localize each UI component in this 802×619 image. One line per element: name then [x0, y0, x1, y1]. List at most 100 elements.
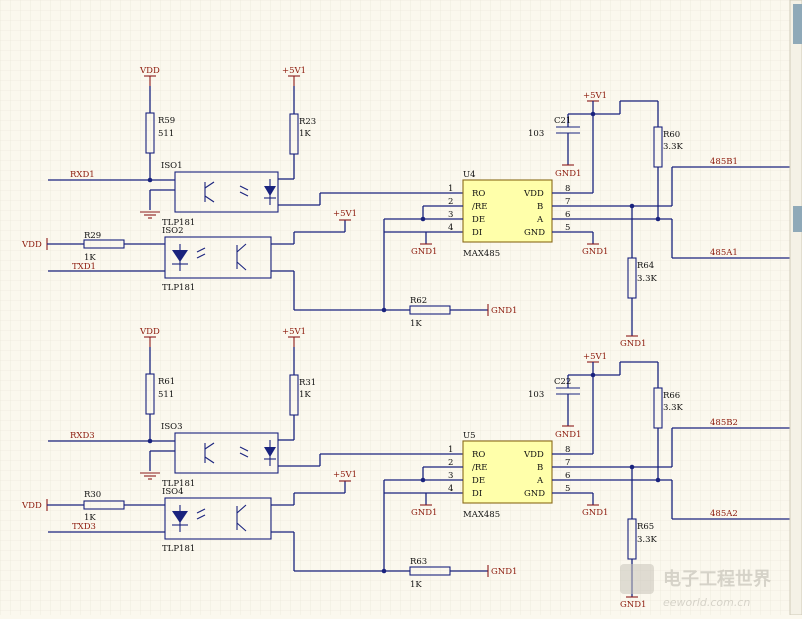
schematic-label: 7 [565, 197, 570, 207]
schematic-label: /RE [472, 202, 487, 212]
schematic-label: 3.3K [663, 403, 684, 413]
ground-1a [140, 211, 160, 219]
schematic-label: 485B1 [710, 157, 738, 167]
schematic-label: TXD1 [72, 262, 96, 272]
schematic-label: ISO3 [161, 422, 183, 432]
schematic-label: 103 [528, 129, 544, 139]
schematic-label: 3.3K [663, 142, 684, 152]
schematic-label: MAX485 [463, 249, 500, 259]
schematic-label: C22 [554, 377, 571, 387]
schematic-label: R60 [663, 130, 680, 140]
schematic-label: 7 [565, 458, 570, 468]
schematic-label: U4 [463, 170, 476, 180]
schematic-label: 6 [565, 210, 570, 220]
schematic-label: A [536, 476, 544, 486]
schematic-label: TLP181 [162, 218, 195, 228]
schematic-label: RO [472, 189, 485, 199]
schematic-label: TLP181 [162, 544, 195, 554]
schematic-label: +5V1 [583, 352, 607, 362]
schematic-label: 2 [448, 458, 453, 468]
power-5v-1: +5V1 [282, 66, 306, 86]
schematic-label: R61 [158, 377, 175, 387]
optocoupler-iso1: ISO1 TLP181 [161, 161, 279, 228]
schematic-label: R30 [84, 490, 101, 500]
schematic-label: DE [472, 476, 485, 486]
optocoupler-iso2: ISO2 TLP181 [162, 226, 272, 293]
schematic-label: +5V1 [282, 66, 306, 76]
schematic-label: GND1 [491, 567, 517, 577]
schematic-label: R65 [637, 522, 654, 532]
schematic-label: GND1 [411, 247, 437, 257]
schematic-label: GND1 [555, 169, 581, 179]
schematic-label: 3.3K [637, 535, 658, 545]
schematic-label: A [536, 215, 544, 225]
schematic-label: 3 [448, 210, 453, 220]
schematic-label: GND1 [620, 339, 646, 349]
schematic-label: RO [472, 450, 485, 460]
power-vdd-1: VDD [139, 66, 160, 86]
schematic-label: U5 [463, 431, 476, 441]
schematic-label: ISO4 [162, 487, 184, 497]
schematic-label: 1 [448, 445, 453, 455]
schematic-label: 485A2 [710, 509, 738, 519]
schematic-label: 511 [158, 390, 174, 400]
schematic-label: DI [472, 228, 482, 238]
schematic-label: /RE [472, 463, 487, 473]
schematic-label: GND1 [620, 600, 646, 610]
optocoupler-iso3: ISO3 TLP181 [161, 422, 279, 489]
schematic-label: R23 [299, 117, 316, 127]
schematic-label: 8 [565, 184, 570, 194]
schematic-label: DE [472, 215, 485, 225]
logo-icon [620, 564, 654, 594]
schematic-label: 1K [299, 390, 311, 400]
schematic-label: GND [524, 228, 545, 238]
schematic-label: 4 [448, 223, 453, 233]
schematic-label: TLP181 [162, 283, 195, 293]
schematic-label: R59 [158, 116, 175, 126]
schematic-label: VDD [21, 501, 42, 511]
schematic-label: 2 [448, 197, 453, 207]
schematic-label: 3 [448, 471, 453, 481]
vdd-label: VDD [139, 66, 160, 76]
app-thumbnail-icon [793, 4, 802, 44]
schematic-label: VDD [139, 327, 160, 337]
schematic-label: VDD [523, 450, 544, 460]
schematic-label: ISO2 [162, 226, 184, 236]
schematic-label: 1K [299, 129, 311, 139]
app-thumbnail-icon [793, 206, 802, 232]
schematic-label: 1 [448, 184, 453, 194]
schematic-label: R31 [299, 378, 316, 388]
channel-1: VDD R59 511 +5V1 R23 1K RXD1 ISO [21, 66, 790, 349]
schematic-label: VDD [21, 240, 42, 250]
schematic-label: 103 [528, 390, 544, 400]
schematic-label: RXD3 [70, 431, 95, 441]
schematic-label: +5V1 [583, 91, 607, 101]
schematic-label: 8 [565, 445, 570, 455]
power-5v-2: +5V1 [333, 209, 357, 221]
schematic-label: 3.3K [637, 274, 658, 284]
schematic-label: 1K [84, 513, 96, 523]
schematic-label: GND1 [411, 508, 437, 518]
channel-2: VDD R61 511 +5V1 R31 1K RXD3 ISO3 TLP181 [21, 327, 790, 610]
schematic-label: 1K [410, 580, 422, 590]
schematic-label: +5V1 [333, 470, 357, 480]
schematic-label: TLP181 [162, 479, 195, 489]
watermark: 电子工程世界 eeworld.com.cn [620, 564, 771, 609]
schematic-label: MAX485 [463, 510, 500, 520]
schematic-label: 6 [565, 471, 570, 481]
schematic-label: TXD3 [72, 522, 96, 532]
ic-u4: U4 MAX485 RO /RE DE DI VDD B A GND 1 2 3… [448, 170, 570, 259]
schematic-label: R64 [637, 261, 654, 271]
schematic-label: 电子工程世界 [663, 568, 771, 590]
schematic-label: eeworld.com.cn [663, 596, 750, 609]
schematic-label: 4 [448, 484, 453, 494]
schematic-label: GND1 [582, 508, 608, 518]
schematic-label: 5 [565, 223, 570, 233]
schematic-label: R62 [410, 296, 427, 306]
schematic-label: 485A1 [710, 248, 738, 258]
schematic-label: 5 [565, 484, 570, 494]
schematic-label: 1K [84, 253, 96, 263]
optocoupler-iso4: ISO4 TLP181 [162, 487, 272, 554]
